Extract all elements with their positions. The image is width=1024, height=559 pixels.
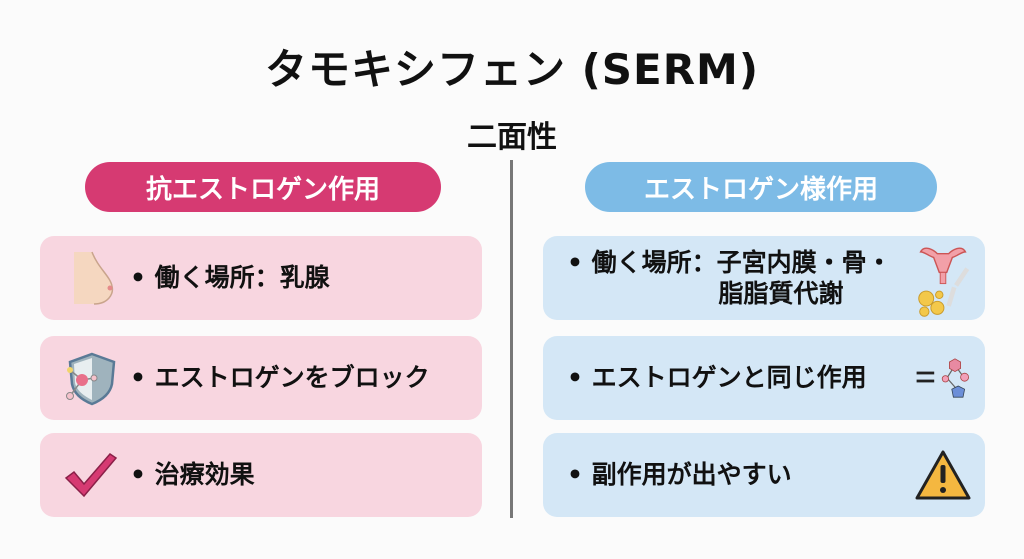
breast-icon <box>62 248 118 308</box>
right-card-same: • エストロゲンと同じ作用 <box>543 336 985 420</box>
page-title: タモキシフェン (SERM) <box>264 45 760 94</box>
right-card-site: • 働く場所：子宮内膜・骨・ 脂脂質代謝 <box>543 236 985 320</box>
equals-molecule-icon <box>915 348 971 408</box>
warning-icon <box>915 445 971 505</box>
right-item-text-wrap: • 働く場所：子宮内膜・骨・ 脂脂質代謝 <box>567 247 915 310</box>
right-card-side-effect: • 副作用が出やすい <box>543 433 985 517</box>
checkmark-icon <box>62 445 118 505</box>
shield-molecule-icon <box>62 348 118 408</box>
right-item-text: • エストロゲンと同じ作用 <box>567 363 867 393</box>
uterus-bone-fat-icon <box>915 247 971 317</box>
anti-estrogen-header: 抗エストロゲン作用 <box>85 162 441 212</box>
left-item-text: • 治療効果 <box>130 460 255 490</box>
left-card-effect: • 治療効果 <box>40 433 482 517</box>
left-item-text: • エストロゲンをブロック <box>130 363 430 393</box>
right-item-text-line2: 脂脂質代謝 <box>718 279 844 308</box>
estrogen-like-header: エストロゲン様作用 <box>585 162 937 212</box>
right-item-text: • 副作用が出やすい <box>567 460 792 490</box>
left-card-block: • エストロゲンをブロック <box>40 336 482 420</box>
center-divider <box>510 160 513 518</box>
left-card-site: • 働く場所：乳腺 <box>40 236 482 320</box>
subtitle: 二面性 <box>467 120 557 155</box>
left-item-text: • 働く場所：乳腺 <box>130 263 330 293</box>
right-item-text: • 働く場所：子宮内膜・骨・ <box>567 247 892 277</box>
